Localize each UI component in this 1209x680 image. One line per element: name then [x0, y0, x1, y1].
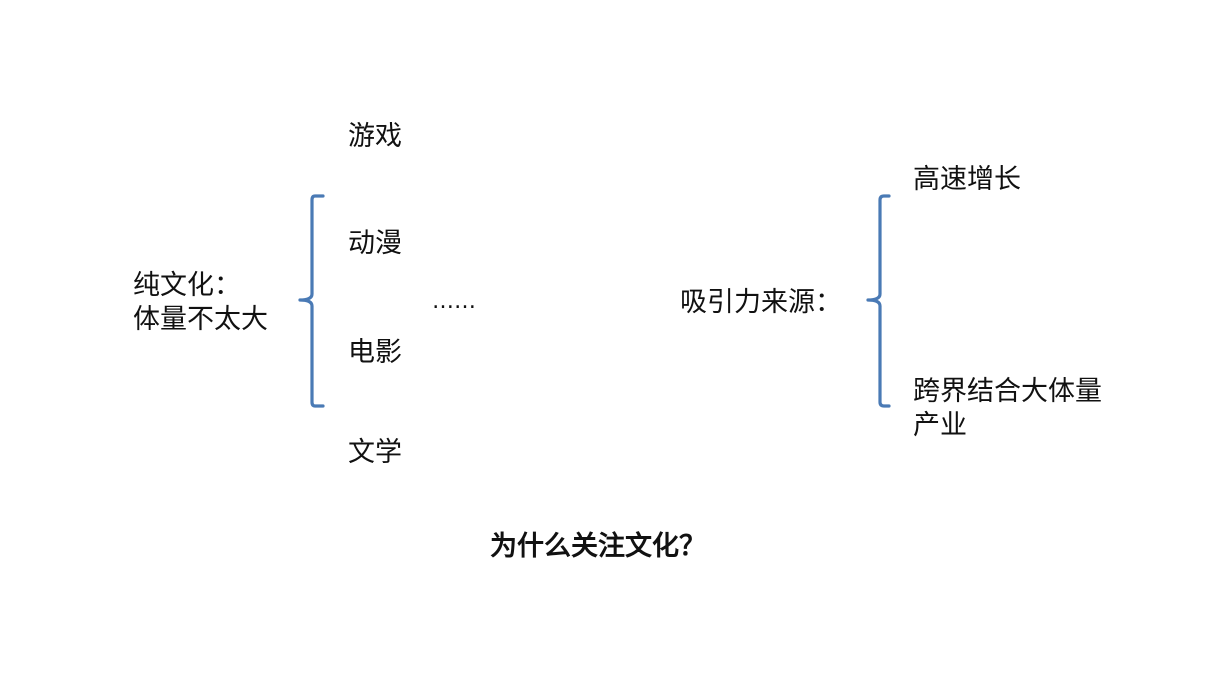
slide-title: 为什么关注文化？ — [490, 531, 706, 562]
right-item-crossover-line2: 产业 — [913, 410, 967, 441]
left-label-line2: 体量不太大 — [133, 304, 268, 335]
right-brace — [866, 194, 891, 408]
left-group-label: 纯文化： 体量不太大 — [133, 269, 268, 337]
right-group-label: 吸引力来源： — [680, 287, 842, 318]
left-item-anime: 动漫 — [348, 228, 402, 259]
left-brace-path — [298, 194, 325, 408]
ellipsis: …… — [432, 289, 476, 314]
left-item-film: 电影 — [348, 337, 402, 368]
right-item-crossover-line1: 跨界结合大体量 — [913, 376, 1102, 407]
right-brace-path — [866, 194, 891, 408]
left-item-game: 游戏 — [348, 121, 402, 152]
right-item-growth: 高速增长 — [913, 163, 1021, 197]
left-brace — [298, 194, 325, 408]
right-item-crossover: 跨界结合大体量 产业 — [913, 375, 1102, 443]
right-item-growth-line1: 高速增长 — [913, 164, 1021, 195]
left-label-line1: 纯文化： — [133, 270, 241, 301]
left-item-literature: 文学 — [348, 437, 402, 468]
